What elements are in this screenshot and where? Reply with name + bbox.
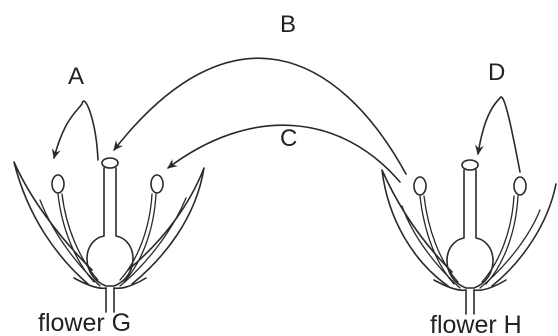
flower-g-petal-right [128, 168, 204, 284]
flower-h-carpel [447, 170, 493, 288]
flower-h-petal-right [492, 184, 556, 286]
flower-h-filament-left [420, 196, 458, 284]
arrow-d [478, 97, 520, 172]
flower-g-carpel [87, 168, 133, 286]
flower-g-filament-left [58, 194, 98, 282]
flower-h-anther-left [414, 177, 426, 195]
label-a: A [68, 63, 84, 90]
flower-g-anther-left [52, 175, 64, 193]
flower-h [382, 160, 556, 314]
flower-g-anther-right [151, 175, 163, 193]
caption-flower-g: flower G [38, 309, 131, 336]
arrow-b [114, 58, 406, 174]
arrow-a [54, 101, 98, 160]
label-b: B [280, 11, 296, 38]
flower-h-stigma [462, 160, 478, 170]
flower-g [14, 158, 204, 312]
caption-flower-h: flower H [430, 311, 522, 336]
label-d: D [488, 59, 505, 86]
flower-g-stigma [102, 158, 118, 168]
flower-h-anther-right [514, 177, 526, 195]
flower-h-filament-right [482, 196, 518, 284]
label-c: C [280, 125, 297, 152]
